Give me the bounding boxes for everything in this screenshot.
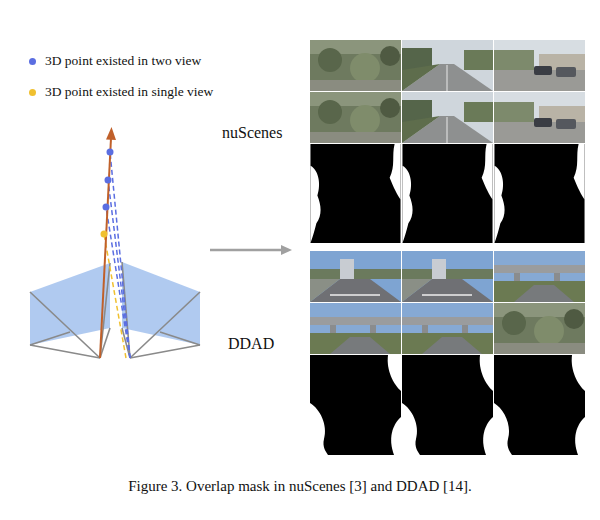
legend-entry: 3D point existed in single view: [29, 84, 213, 100]
point-dot: [105, 177, 112, 184]
dataset-label: nuScenes: [222, 124, 282, 142]
arrow-head: [281, 245, 292, 255]
projection-ray: [104, 234, 126, 358]
photo-grid: [310, 251, 585, 354]
point-dot: [103, 204, 110, 211]
overlap-mask: [310, 144, 584, 243]
arrow-head: [106, 127, 116, 140]
overlap-mask: [310, 355, 585, 455]
flow-arrow: [210, 249, 282, 252]
dataset-label: DDAD: [228, 335, 274, 353]
figure-caption: Figure 3. Overlap mask in nuScenes [3] a…: [0, 478, 600, 495]
photo-grid: [310, 40, 585, 143]
viewing-ray: [100, 138, 111, 358]
legend-entry: 3D point existed in two view: [29, 53, 201, 69]
camera-frustum: [30, 262, 200, 358]
legend-text: 3D point existed in single view: [45, 84, 213, 100]
legend-swatch: [29, 89, 36, 96]
point-dot: [107, 149, 114, 156]
legend-text: 3D point existed in two view: [45, 53, 201, 69]
point-dot: [101, 231, 108, 238]
legend-swatch: [29, 58, 36, 65]
